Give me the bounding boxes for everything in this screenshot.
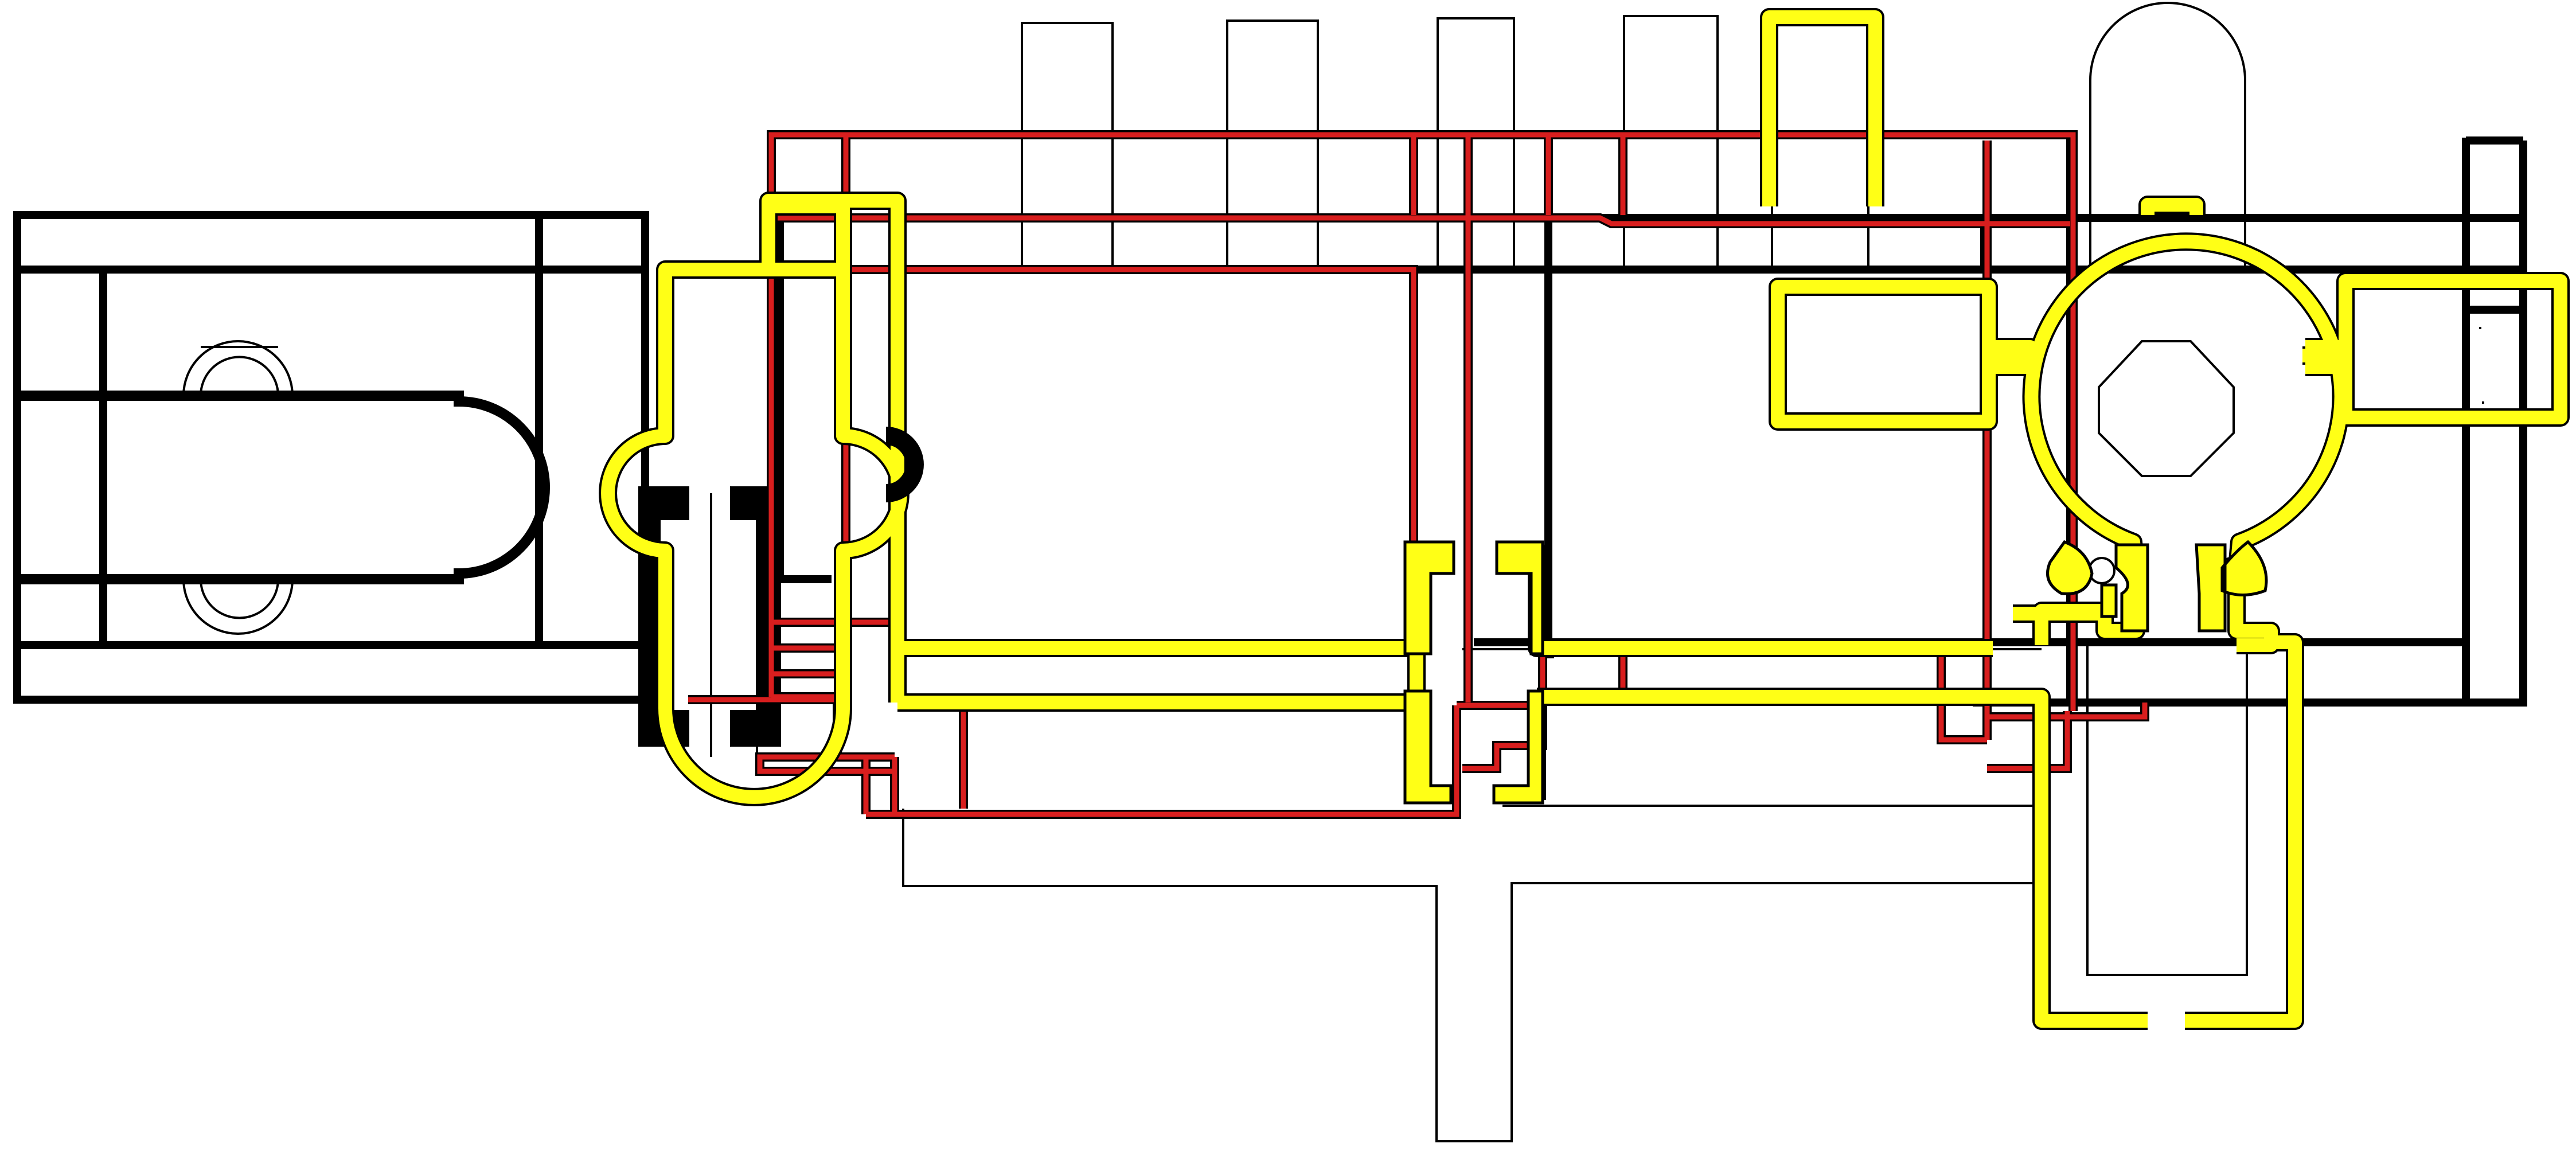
left-hall-outer: [13, 211, 649, 704]
side-room-top: [182, 340, 294, 396]
top-chamber-1: [1021, 22, 1114, 270]
top-chamber-4: [1623, 15, 1719, 270]
rotunda-south-pier-right: [2195, 540, 2268, 633]
left-hall-inner: [17, 215, 645, 649]
right-ticks: [2479, 327, 2484, 404]
bottom-corridor: [902, 805, 2042, 1142]
thin-divisions: [1513, 138, 1982, 270]
rotunda-south-pier-left: [2046, 540, 2149, 633]
lower-apse: [2086, 642, 2248, 976]
pier-d: [1492, 689, 1544, 805]
pier-b: [1495, 540, 1544, 655]
pier-a: [1403, 540, 1455, 655]
pier-c: [1403, 689, 1453, 805]
side-room-bottom: [182, 579, 294, 635]
yellow-layer: [599, 8, 2570, 1030]
top-chamber-2: [1226, 19, 1319, 270]
top-chamber-3: [1437, 17, 1515, 270]
nave-apse: [17, 391, 550, 584]
rotunda-octagon: [2098, 340, 2235, 477]
exedra-trim: [885, 427, 924, 502]
hook-left: [2088, 557, 2116, 584]
top-apse: [2089, 2, 2246, 270]
main-inner-bottom: [1474, 136, 2527, 646]
